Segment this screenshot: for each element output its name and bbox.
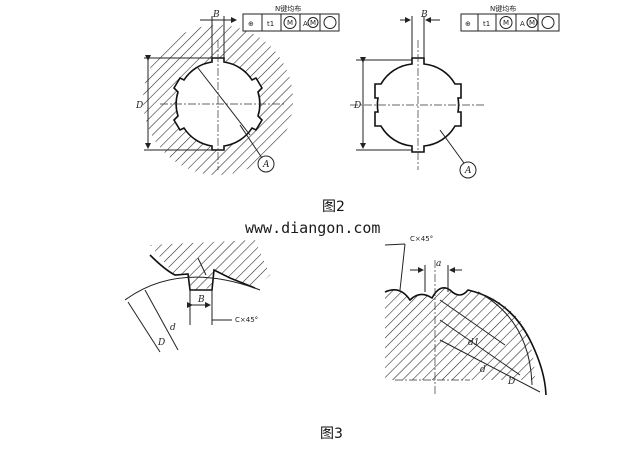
fig3-left-chamfer: C×45° xyxy=(235,316,258,324)
fig2-right-dim-d: D xyxy=(353,101,361,111)
fig3-right-dim-D: D xyxy=(507,377,515,387)
fig3-right-dim-d: d xyxy=(480,365,486,375)
fig2-right-tolerance-frame: N键均布 ⊕ t1 M A M xyxy=(460,4,560,32)
fig3-left-dim-b: B xyxy=(197,295,205,305)
fig3-left-detail xyxy=(124,240,270,353)
fig2-right-spline-shaft xyxy=(350,16,485,179)
watermark: www.diangon.com xyxy=(245,219,380,237)
svg-text:M: M xyxy=(310,19,316,27)
fig2-right-dim-b: B xyxy=(420,10,428,20)
svg-text:⊕: ⊕ xyxy=(465,20,471,28)
fig2-right-datum-a: A xyxy=(464,166,472,176)
svg-text:M: M xyxy=(529,19,535,27)
svg-text:M: M xyxy=(503,19,509,27)
svg-text:t1: t1 xyxy=(483,20,490,28)
fig2-left-spline-hole xyxy=(143,16,294,175)
fig2-left-dim-d: D xyxy=(135,101,143,111)
svg-text:M: M xyxy=(287,19,293,27)
svg-text:t1: t1 xyxy=(267,20,274,28)
fig3-left-dim-d: d xyxy=(170,323,176,333)
fig3-right-dim-a: a xyxy=(436,259,441,269)
svg-text:⊕: ⊕ xyxy=(248,20,254,28)
svg-text:A: A xyxy=(303,20,308,28)
fig3-left-dim-D: D xyxy=(157,338,165,348)
fig3-right-detail xyxy=(384,243,547,396)
fig2-left-tolerance-frame: N键均布 ⊕ t1 M A M xyxy=(242,4,340,32)
fig2-left-datum-a: A xyxy=(262,160,270,170)
figure2-caption: 图2 xyxy=(322,199,345,215)
fig3-right-dim-d1: d1 xyxy=(468,338,480,348)
figure3-caption: 图3 xyxy=(320,426,343,442)
svg-text:N键均布: N键均布 xyxy=(275,4,301,13)
fig2-left-dim-b: B xyxy=(212,10,220,20)
svg-text:N键均布: N键均布 xyxy=(490,4,516,13)
fig3-right-chamfer: C×45° xyxy=(410,235,433,243)
svg-text:A: A xyxy=(520,20,525,28)
